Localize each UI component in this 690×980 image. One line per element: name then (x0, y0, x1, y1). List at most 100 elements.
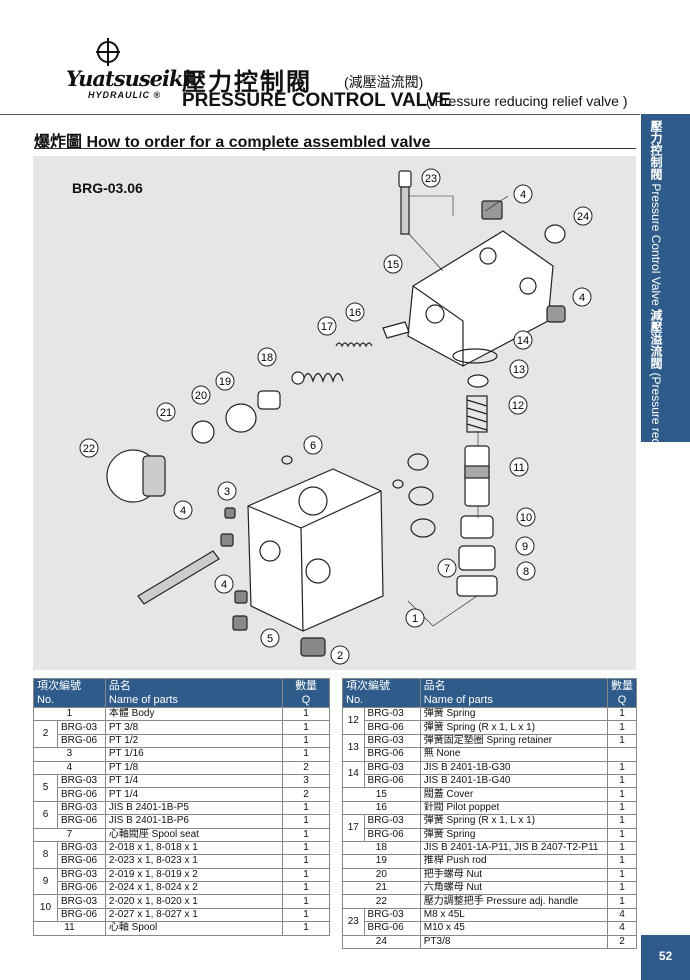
cell-qty: 1 (282, 867, 330, 883)
cell-qty: 1 (606, 867, 638, 883)
callout-label: 1 (412, 613, 418, 625)
callout-10: 10 (516, 507, 536, 527)
cell-qty: 1 (282, 747, 330, 762)
callout-label: 21 (160, 407, 172, 419)
cell-name: 彈簧固定墊圈 Spring retainer (419, 733, 608, 749)
cell-name: PT 1/16 (104, 747, 284, 762)
cell-qty: 1 (606, 787, 638, 802)
callout-15: 15 (383, 254, 403, 274)
cell-model: BRG-06 (56, 814, 106, 829)
cell-name: 心軸閥座 Spool seat (104, 827, 284, 842)
callout-11: 11 (509, 457, 529, 477)
cell-name: 彈簧 Spring (R x 1, L x 1) (419, 814, 608, 829)
header-name-cn: 品名 (108, 680, 131, 692)
page-number-tab: 52 (641, 935, 690, 980)
callout-label: 8 (523, 566, 529, 578)
brand-logo: Yuatsuseiki HYDRAULIC ® (66, 38, 191, 108)
cell-name: M10 x 45 (419, 921, 608, 936)
cell-qty: 1 (606, 814, 638, 829)
callout-label: 14 (517, 335, 529, 347)
cell-model: BRG-06 (363, 773, 421, 789)
cell-qty: 2 (606, 934, 638, 950)
model-label: BRG-03.06 (72, 180, 143, 196)
header-name-en: Name of parts (423, 694, 493, 706)
cell-qty: 1 (606, 760, 638, 775)
cell-model: BRG-03 (56, 773, 106, 789)
section-heading: 爆炸圖 How to order for a complete assemble… (34, 128, 431, 152)
cell-qty: 2 (282, 787, 330, 802)
cell-model: BRG-06 (56, 787, 106, 802)
cell-qty: 1 (606, 827, 638, 842)
cell-no: 10 (33, 894, 58, 923)
cell-no: 8 (33, 840, 58, 869)
callout-label: 9 (522, 541, 528, 553)
cell-no: 3 (33, 747, 106, 762)
cell-name: PT3/8 (419, 934, 608, 950)
body-part (247, 468, 384, 632)
cell-no: 24 (342, 934, 421, 950)
cell-model: BRG-06 (56, 733, 106, 749)
callout-4: 4 (513, 184, 533, 204)
callout-13: 13 (509, 359, 529, 379)
cell-name: JIS B 2401-1B-G30 (419, 760, 608, 775)
cell-model: BRG-03 (363, 760, 421, 775)
callout-2: 2 (330, 645, 350, 665)
cell-qty: 1 (606, 894, 638, 909)
side-tab: 壓力控制閥 Pressure Control Valve 減壓溢流閥 (Pres… (641, 114, 690, 539)
cell-name: 本體 Body (104, 706, 284, 722)
callout-22: 22 (79, 438, 99, 458)
callout-label: 13 (513, 364, 525, 376)
side-tab-en-sub: (Pressure reducing relief valve) (649, 372, 663, 539)
cell-qty: 1 (282, 854, 330, 869)
callout-5: 5 (260, 628, 280, 648)
cell-model: BRG-06 (363, 827, 421, 842)
cell-model: BRG-03 (56, 800, 106, 816)
callout-label: 4 (221, 579, 227, 591)
callout-label: 18 (261, 352, 273, 364)
cell-model: BRG-06 (56, 854, 106, 869)
cell-name: 2-018 x 1, 8-018 x 1 (104, 840, 284, 856)
cell-qty: 1 (282, 706, 330, 722)
cell-name: PT 1/2 (104, 733, 284, 749)
cell-no: 22 (342, 894, 421, 909)
callout-23: 23 (421, 168, 441, 188)
cell-name: 閥蓋 Cover (419, 787, 608, 802)
section-heading-cn: 爆炸圖 (34, 134, 83, 151)
cell-name: JIS B 2401-1B-G40 (419, 773, 608, 789)
section-divider (34, 148, 636, 149)
callout-label: 3 (224, 486, 230, 498)
cell-qty: 1 (606, 800, 638, 816)
cell-name: JIS B 2401-1B-P5 (104, 800, 284, 816)
cell-no: 17 (342, 814, 365, 842)
cell-no: 13 (342, 733, 365, 762)
cell-qty: 1 (606, 854, 638, 869)
callout-17: 17 (317, 316, 337, 336)
page-subtitle-en: ( Pressure reducing relief valve ) (426, 93, 628, 109)
cell-model: BRG-06 (56, 881, 106, 896)
page-number: 52 (658, 949, 673, 963)
cell-name: 把手螺母 Nut (419, 867, 608, 883)
header-q-cn: 數量 (610, 680, 633, 692)
callout-label: 5 (267, 633, 273, 645)
logo-emblem-icon (96, 38, 120, 66)
callout-label: 15 (387, 259, 399, 271)
cell-qty: 1 (282, 827, 330, 842)
